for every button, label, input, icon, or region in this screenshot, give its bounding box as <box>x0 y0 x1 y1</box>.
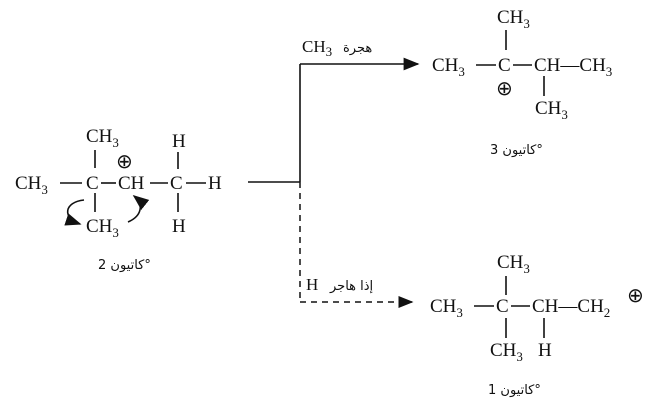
reaction-paths: CH3 هجرة H إذا هاجر <box>248 37 420 308</box>
reactant-right-h: H <box>208 173 222 194</box>
lower-path-label: إذا هاجر <box>329 279 373 294</box>
reactant-h-bottom: H <box>172 216 186 237</box>
tertiary-bottom-ch3: CH3 <box>535 98 568 122</box>
migration-curved-arrow-left <box>64 199 85 226</box>
upper-path-label: هجرة <box>343 41 372 56</box>
reactant-center-c: C <box>86 173 99 194</box>
product-tertiary-molecule: CH3 CH3 C ⊕ CH—CH3 CH3 كاتيون 3° <box>432 7 612 158</box>
primary-bottom-h: H <box>538 340 552 361</box>
product-primary-molecule: CH3 CH3 C CH—CH2 ⊕ CH3 H كاتيون 1° <box>430 252 644 398</box>
primary-plus-charge: ⊕ <box>627 283 644 307</box>
reactant-plus-charge: ⊕ <box>116 149 133 173</box>
tertiary-left-ch3: CH3 <box>432 55 465 79</box>
primary-bottom-ch3: CH3 <box>490 340 523 364</box>
migration-curved-arrow-right <box>127 194 150 223</box>
tertiary-top-ch3: CH3 <box>497 7 530 31</box>
reactant-h-top: H <box>172 131 186 152</box>
reactant-left-ch3: CH3 <box>15 173 48 197</box>
primary-caption: كاتيون 1° <box>488 383 541 398</box>
reactant-bottom-ch3: CH3 <box>86 216 119 240</box>
lower-migrating-group: H <box>306 275 318 294</box>
primary-top-ch3: CH3 <box>497 252 530 276</box>
reactant-top-ch3: CH3 <box>86 126 119 150</box>
reactant-molecule: CH3 CH3 C ⊕ CH C H H H CH3 كاتيون 2° <box>15 126 222 273</box>
reactant-right-c: C <box>170 173 183 194</box>
reactant-ch: CH <box>118 173 145 194</box>
primary-left-ch3: CH3 <box>430 296 463 320</box>
primary-right-chain: CH—CH2 <box>532 296 610 320</box>
primary-center-c: C <box>496 296 509 317</box>
tertiary-right-chain: CH—CH3 <box>534 55 612 79</box>
tertiary-plus-charge: ⊕ <box>496 76 513 100</box>
reactant-caption: كاتيون 2° <box>98 258 151 273</box>
tertiary-center-c: C <box>498 55 511 76</box>
tertiary-caption: كاتيون 3° <box>490 143 543 158</box>
upper-migrating-group: CH3 <box>302 37 332 59</box>
